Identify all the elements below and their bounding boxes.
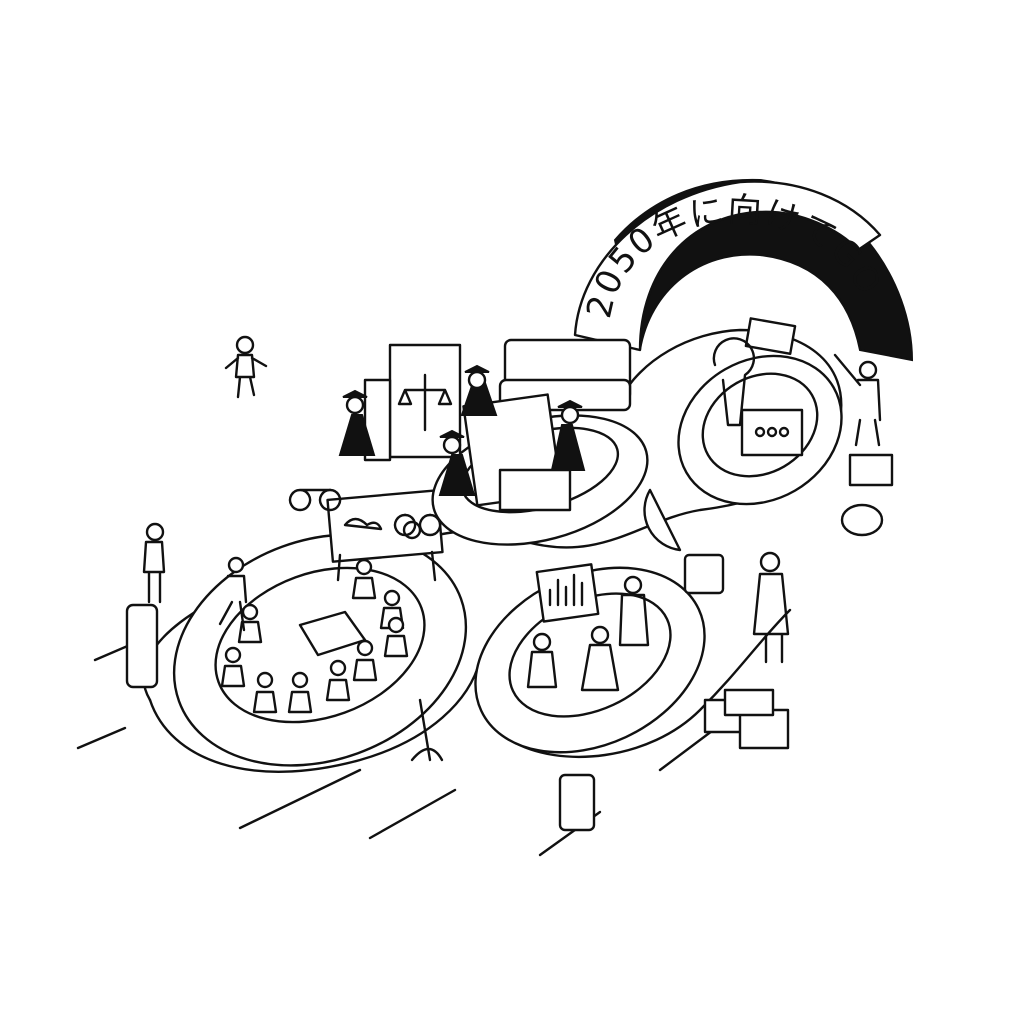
presenter bbox=[618, 593, 650, 647]
robot-cart bbox=[840, 503, 884, 537]
scales-icon bbox=[397, 373, 453, 432]
binoculars-left bbox=[288, 488, 342, 512]
arch-tunnel: 2050年に向けてGO bbox=[573, 178, 914, 362]
ground-lines bbox=[76, 643, 742, 857]
woman-presenter bbox=[580, 643, 620, 692]
block bbox=[498, 468, 572, 512]
meeting-island bbox=[125, 489, 468, 767]
wrench-icon bbox=[712, 337, 756, 427]
worker-pointing bbox=[833, 353, 882, 447]
rain-cloud-icon bbox=[343, 517, 383, 531]
satellite-dish bbox=[643, 488, 682, 552]
scientist bbox=[526, 650, 558, 689]
bollard bbox=[558, 773, 596, 832]
machine-box bbox=[740, 408, 804, 457]
people-group bbox=[218, 556, 409, 714]
factory-island bbox=[677, 317, 894, 537]
sun-icon bbox=[402, 520, 422, 540]
bollard bbox=[125, 603, 159, 689]
flying-person bbox=[224, 335, 268, 399]
cart bbox=[848, 453, 894, 487]
person-telescope bbox=[142, 540, 166, 604]
graduates bbox=[338, 364, 586, 496]
law-island bbox=[288, 338, 649, 546]
lab-island bbox=[474, 488, 790, 832]
bar-chart-board bbox=[535, 563, 600, 623]
speaker-box bbox=[683, 553, 725, 595]
doctor-with-clipboard bbox=[752, 572, 790, 664]
binoculars-right bbox=[393, 513, 442, 537]
shovel bbox=[410, 698, 444, 762]
